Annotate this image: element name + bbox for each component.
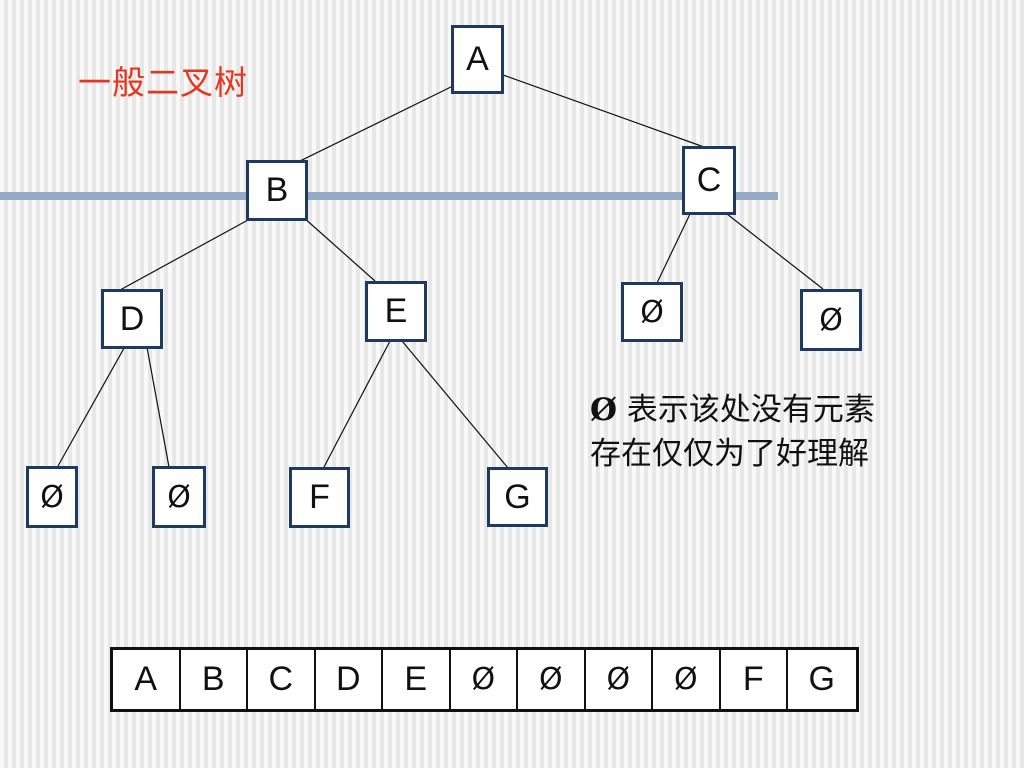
tree-node-d-left-null: Ø bbox=[26, 466, 78, 528]
edge-e-g bbox=[401, 340, 509, 469]
note-line-2: 存在仅仅为了好理解 bbox=[590, 436, 869, 472]
note-line-1: Ø 表示该处没有元素 bbox=[590, 388, 875, 432]
tree-node-c: C bbox=[682, 146, 736, 215]
tree-node-g: G bbox=[487, 467, 548, 527]
edge-e-f bbox=[323, 340, 391, 468]
tree-node-f: F bbox=[289, 467, 350, 528]
tree-node-e: E bbox=[365, 281, 427, 342]
array-cell: B bbox=[181, 650, 248, 709]
array-representation: A B C D E Ø Ø Ø Ø F G bbox=[110, 647, 859, 712]
tree-node-a: A bbox=[451, 25, 504, 94]
null-symbol: Ø bbox=[590, 392, 618, 428]
edge-b-d bbox=[119, 219, 249, 291]
array-cell: Ø bbox=[653, 650, 721, 709]
array-cell: A bbox=[113, 650, 181, 709]
tree-node-d-right-null: Ø bbox=[152, 466, 206, 528]
tree-node-d: D bbox=[101, 289, 163, 349]
note-line-1-text: 表示该处没有元素 bbox=[617, 392, 875, 428]
null-symbol-note: Ø 表示该处没有元素 存在仅仅为了好理解 bbox=[590, 388, 875, 476]
slide-title: 一般二叉树 bbox=[78, 63, 248, 102]
array-cell: G bbox=[808, 660, 835, 698]
tree-node-b: B bbox=[246, 160, 308, 221]
edge-d-dleft bbox=[57, 340, 129, 467]
array-cell: Ø bbox=[586, 650, 653, 709]
tree-node-c-left-null: Ø bbox=[621, 282, 683, 342]
array-cell: Ø bbox=[451, 650, 518, 709]
edge-c-cright bbox=[726, 213, 824, 290]
decorative-band bbox=[0, 192, 778, 200]
array-cell: Ø bbox=[518, 650, 586, 709]
array-cell: E bbox=[383, 650, 451, 709]
edge-c-cleft bbox=[656, 213, 691, 284]
tree-node-c-right-null: Ø bbox=[800, 289, 862, 351]
array-cell: C bbox=[248, 650, 316, 709]
array-cell: F bbox=[721, 650, 788, 709]
edge-d-dright bbox=[145, 341, 170, 468]
edge-a-c bbox=[502, 74, 705, 148]
edge-b-e bbox=[302, 216, 376, 282]
array-cell: D bbox=[316, 650, 383, 709]
